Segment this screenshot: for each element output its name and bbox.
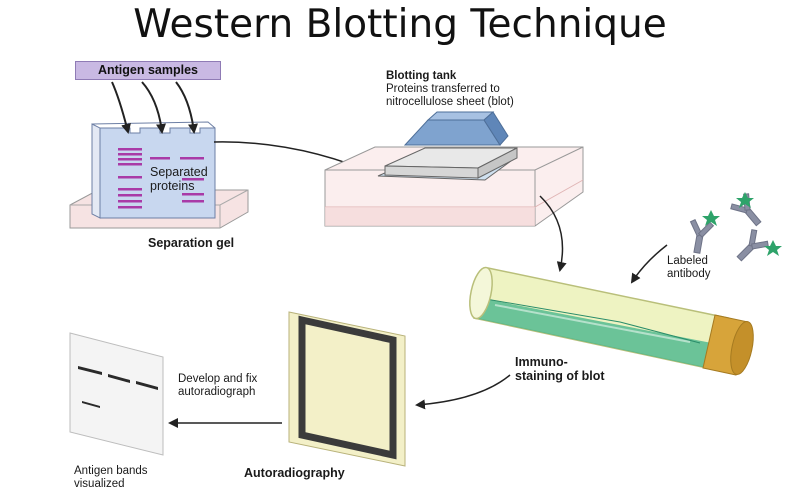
separation-gel-figure [69, 81, 249, 229]
blotting-tank-figure [324, 111, 584, 227]
autoradiography-film [288, 311, 406, 467]
autoradiography-label: Autoradiography [244, 466, 345, 480]
immunostaining-tube [469, 266, 754, 376]
immunostaining-label: Immuno-staining of blot [515, 355, 605, 384]
separation-gel-label: Separation gel [148, 236, 235, 250]
diagram-title: Western Blotting Technique [133, 2, 667, 47]
gel-bands [118, 148, 204, 209]
labeled-antibodies [689, 193, 769, 262]
result-sheet [69, 332, 164, 456]
antigen-samples-label: Antigen samples [75, 61, 221, 80]
antibody-tags [702, 192, 782, 256]
